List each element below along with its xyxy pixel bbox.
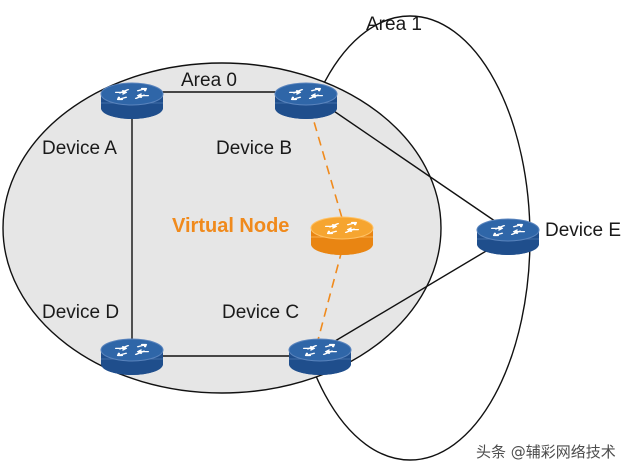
device-b-label: Device B <box>216 138 292 159</box>
area1-label: Area 1 <box>366 14 422 35</box>
device-d-router[interactable] <box>100 338 164 375</box>
device-d-label: Device D <box>42 302 119 323</box>
virtual-node-label: Virtual Node <box>172 215 289 237</box>
link-virtual-c-dashed <box>317 249 343 341</box>
area0-boundary <box>2 62 442 394</box>
link-b-virtual-dashed <box>309 107 343 219</box>
device-a-label: Device A <box>42 138 117 159</box>
device-c-label: Device C <box>222 302 299 323</box>
link-c-e <box>319 237 509 351</box>
device-e-router[interactable] <box>476 218 540 255</box>
virtual-node-router[interactable] <box>310 216 374 255</box>
area0-label: Area 0 <box>181 70 237 91</box>
device-b-router[interactable] <box>274 82 338 119</box>
device-a-router[interactable] <box>100 82 164 119</box>
device-c-router[interactable] <box>288 338 352 375</box>
link-b-e <box>305 91 509 231</box>
device-e-label: Device E <box>545 220 621 241</box>
watermark: 头条 @辅彩网络技术 <box>476 443 616 461</box>
